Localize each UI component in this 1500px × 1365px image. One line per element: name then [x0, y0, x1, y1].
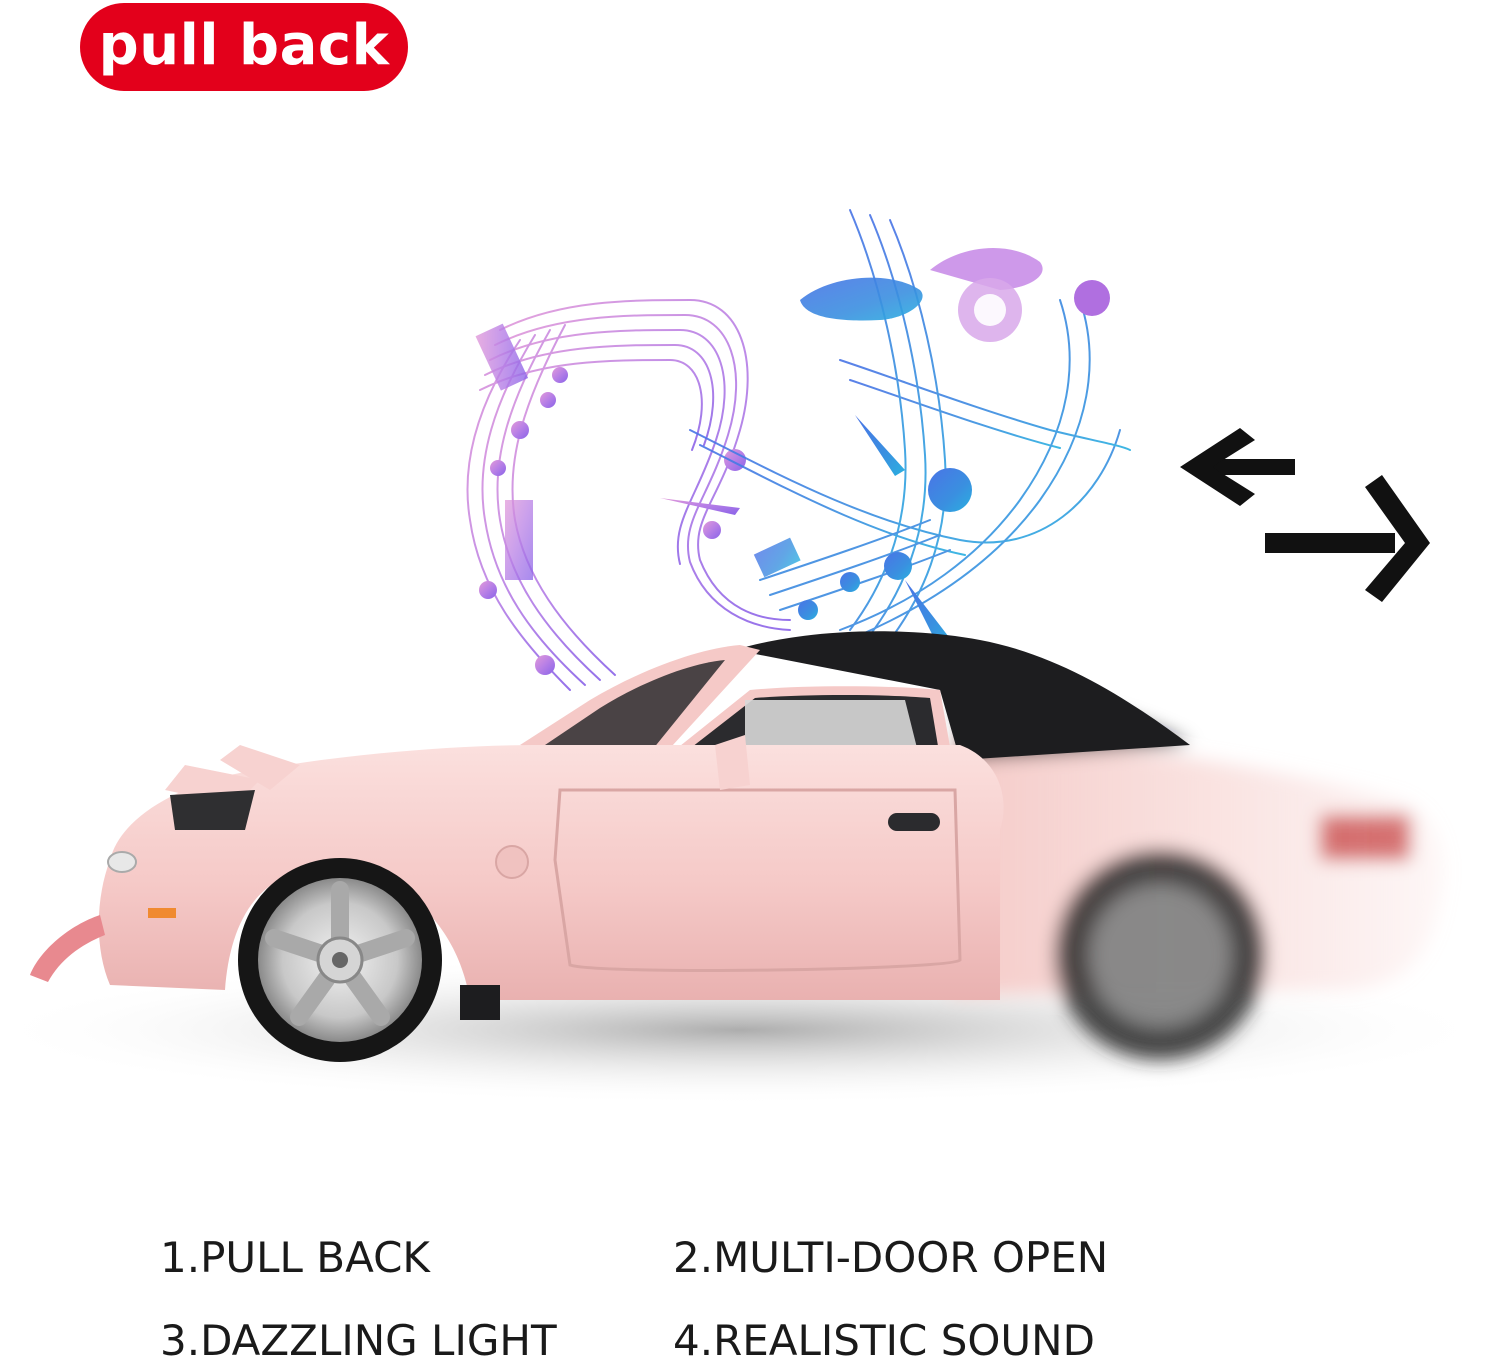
feature-pull-back: 1.PULL BACK: [160, 1233, 430, 1282]
car-roof: [735, 631, 1190, 760]
feature-dazzling-light: 3.DAZZLING LIGHT: [160, 1316, 557, 1365]
headlight: [107, 851, 137, 873]
feature-multi-door-open: 2.MULTI-DOOR OPEN: [673, 1233, 1109, 1282]
pink-toy-car: [30, 631, 1190, 1062]
car-body: [98, 745, 1004, 1000]
pull-back-badge: pull back: [80, 3, 408, 91]
pull-back-tab: [30, 915, 105, 982]
door-handle: [888, 813, 940, 831]
side-mirror: [715, 735, 750, 790]
feature-realistic-sound: 4.REALISTIC SOUND: [673, 1316, 1095, 1365]
side-marker-light: [148, 908, 176, 918]
fuel-cap: [495, 845, 529, 879]
music-notes-icon: [466, 209, 1131, 691]
front-wheel: [238, 858, 442, 1062]
back-and-forth-arrows-icon: [1180, 428, 1430, 602]
